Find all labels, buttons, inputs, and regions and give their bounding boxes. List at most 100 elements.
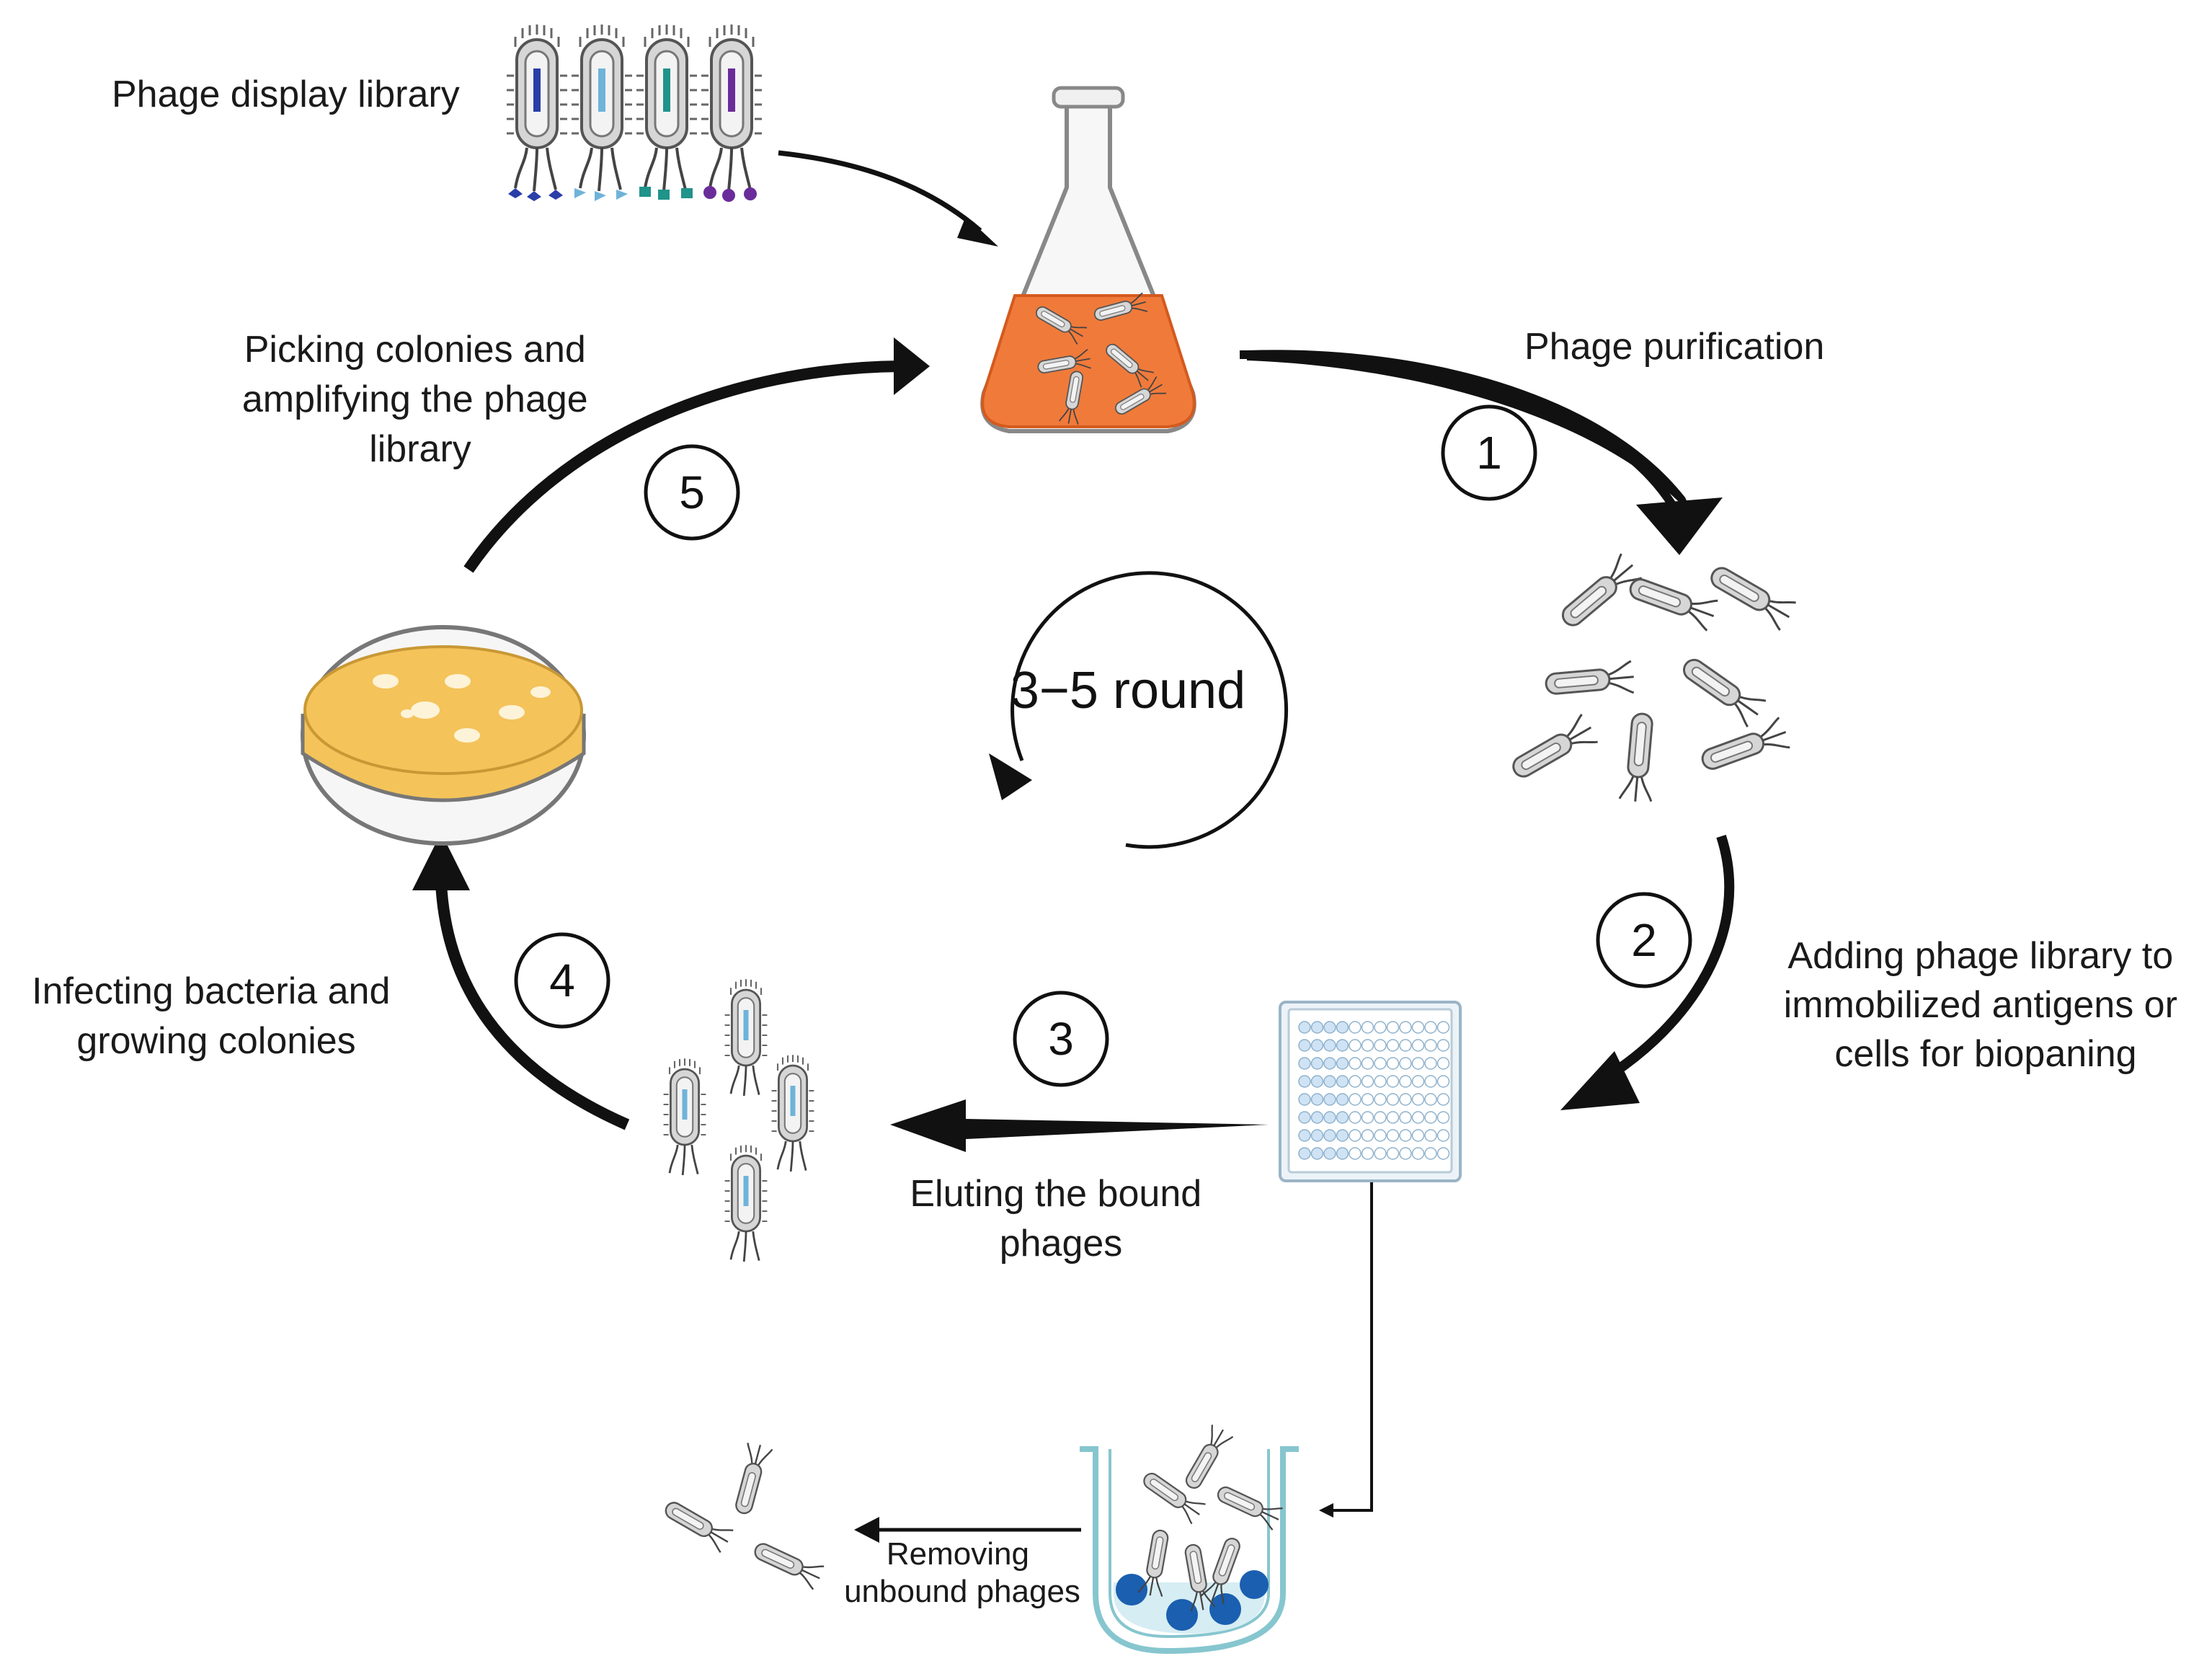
purified-phages-icon bbox=[1506, 552, 1798, 805]
plate-well bbox=[1424, 1039, 1437, 1052]
removing-label: Removing unbound phages bbox=[844, 1536, 1080, 1609]
plate-well bbox=[1374, 1021, 1387, 1034]
plate-well bbox=[1310, 1021, 1324, 1034]
plate-well bbox=[1361, 1075, 1374, 1088]
plate-well bbox=[1361, 1093, 1374, 1106]
plate-well bbox=[1374, 1093, 1387, 1106]
infecting-label: Infecting bacteria and growing colonies bbox=[32, 970, 401, 1062]
plate-well bbox=[1399, 1039, 1412, 1052]
adding-line-1: Adding phage library to bbox=[1787, 935, 2173, 977]
plate-well bbox=[1361, 1039, 1374, 1052]
plate-well bbox=[1411, 1021, 1425, 1034]
plate-well bbox=[1436, 1057, 1450, 1070]
plate-well bbox=[1399, 1093, 1412, 1106]
plate-well bbox=[1411, 1075, 1425, 1088]
plate-well bbox=[1310, 1075, 1324, 1088]
plate-well bbox=[1361, 1021, 1374, 1034]
eluted-phages-icon bbox=[662, 978, 815, 1263]
plate-well bbox=[1323, 1021, 1336, 1034]
plate-well bbox=[1399, 1111, 1412, 1124]
arrow-removing-unbound bbox=[854, 1517, 1081, 1543]
plate-well bbox=[1399, 1021, 1412, 1034]
phage-library-icon bbox=[505, 23, 763, 202]
plate-well bbox=[1323, 1147, 1336, 1160]
infecting-line-2: growing colonies bbox=[76, 1020, 355, 1062]
picking-label: Picking colonies and amplifying the phag… bbox=[242, 329, 598, 470]
arrow-eluting bbox=[890, 1099, 1269, 1152]
step-2-number: 2 bbox=[1631, 914, 1657, 966]
plate-well bbox=[1424, 1075, 1437, 1088]
arrow-purification bbox=[1239, 350, 1723, 555]
rounds-label: 3−5 round bbox=[1010, 662, 1245, 719]
arrow-plate-to-beaker bbox=[1319, 1182, 1373, 1518]
plate-well bbox=[1436, 1111, 1450, 1124]
plate-well bbox=[1310, 1147, 1324, 1160]
plate-well bbox=[1310, 1057, 1324, 1070]
plate-well bbox=[1386, 1129, 1400, 1142]
plate-well bbox=[1424, 1147, 1437, 1160]
removing-line-1: Removing bbox=[887, 1536, 1029, 1572]
arrow-infecting bbox=[412, 833, 630, 1130]
plate-well bbox=[1323, 1039, 1336, 1052]
plate-well bbox=[1411, 1039, 1425, 1052]
plate-well bbox=[1310, 1093, 1324, 1106]
plate-well bbox=[1336, 1093, 1349, 1106]
plate-well bbox=[1411, 1111, 1425, 1124]
plate-well bbox=[1374, 1147, 1387, 1160]
well-plate-icon bbox=[1279, 1001, 1462, 1182]
plate-well bbox=[1436, 1129, 1450, 1142]
removing-line-2: unbound phages bbox=[844, 1574, 1080, 1609]
plate-well bbox=[1386, 1039, 1400, 1052]
plate-well bbox=[1361, 1147, 1374, 1160]
plate-well bbox=[1323, 1093, 1336, 1106]
plate-well bbox=[1336, 1129, 1349, 1142]
plate-wells bbox=[1298, 1021, 1450, 1160]
plate-well bbox=[1336, 1039, 1349, 1052]
plate-well bbox=[1436, 1093, 1450, 1106]
plate-well bbox=[1436, 1075, 1450, 1088]
plate-well bbox=[1298, 1147, 1311, 1160]
adding-line-2: immobilized antigens or bbox=[1784, 984, 2177, 1026]
plate-well bbox=[1361, 1129, 1374, 1142]
eluting-line-1: Eluting the bound bbox=[910, 1173, 1202, 1215]
plate-well bbox=[1436, 1039, 1450, 1052]
plate-well bbox=[1336, 1057, 1349, 1070]
plate-well bbox=[1411, 1129, 1425, 1142]
plate-well bbox=[1399, 1147, 1412, 1160]
plate-well bbox=[1424, 1057, 1437, 1070]
plate-well bbox=[1411, 1093, 1425, 1106]
beaker-icon bbox=[1080, 1422, 1299, 1655]
plate-well bbox=[1349, 1111, 1362, 1124]
plate-well bbox=[1336, 1075, 1349, 1088]
plate-well bbox=[1310, 1111, 1324, 1124]
plate-well bbox=[1349, 1057, 1362, 1070]
plate-well bbox=[1336, 1147, 1349, 1160]
plate-well bbox=[1424, 1093, 1437, 1106]
plate-well bbox=[1298, 1093, 1311, 1106]
plate-well bbox=[1349, 1039, 1362, 1052]
step-5-marker: 5 bbox=[644, 444, 740, 541]
plate-well bbox=[1298, 1039, 1311, 1052]
picking-line-3: library bbox=[369, 428, 471, 470]
plate-well bbox=[1436, 1021, 1450, 1034]
plate-well bbox=[1386, 1111, 1400, 1124]
plate-well bbox=[1424, 1129, 1437, 1142]
plate-well bbox=[1436, 1147, 1450, 1160]
unbound-phages-icon bbox=[659, 1440, 826, 1591]
plate-well bbox=[1386, 1021, 1400, 1034]
plate-well bbox=[1386, 1075, 1400, 1088]
arrow-adding-library bbox=[1560, 834, 1735, 1110]
library-label: Phage display library bbox=[112, 74, 460, 115]
step-4-number: 4 bbox=[549, 955, 575, 1006]
plate-well bbox=[1374, 1111, 1387, 1124]
rounds-cycle-icon bbox=[989, 571, 1289, 849]
picking-line-1: Picking colonies and bbox=[244, 329, 586, 371]
plate-well bbox=[1310, 1039, 1324, 1052]
plate-well bbox=[1323, 1075, 1336, 1088]
plate-well bbox=[1298, 1057, 1311, 1070]
plate-well bbox=[1336, 1111, 1349, 1124]
plate-well bbox=[1336, 1021, 1349, 1034]
plate-well bbox=[1298, 1021, 1311, 1034]
plate-well bbox=[1399, 1129, 1412, 1142]
